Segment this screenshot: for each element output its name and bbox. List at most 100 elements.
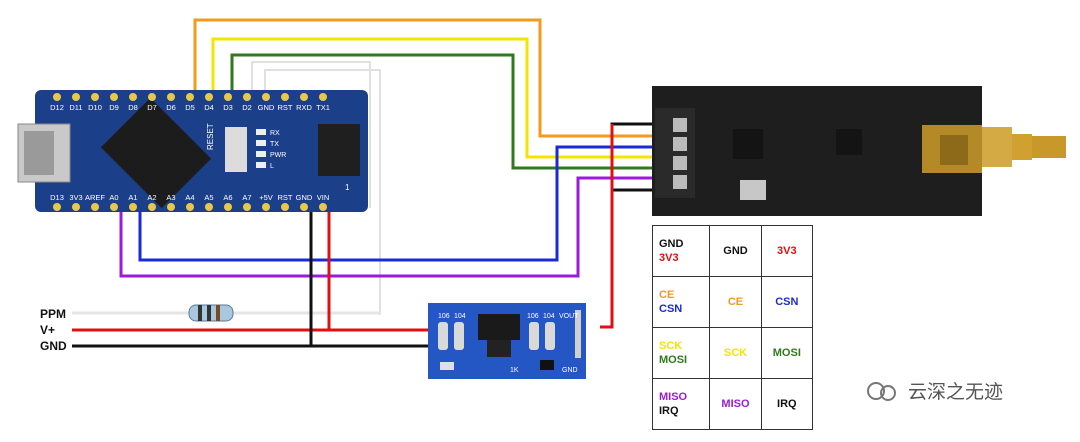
pin-table-cell: MOSI [760, 327, 814, 379]
regulator-label: VOUT [559, 313, 579, 320]
wires [72, 18, 652, 348]
wire-white-b [264, 69, 381, 315]
pin-hole [205, 93, 213, 101]
led-label: L [270, 163, 274, 170]
pin-hole [148, 203, 156, 211]
pin-table-cell: GND [709, 225, 762, 277]
pin-name: MOSI [772, 347, 801, 359]
led [256, 140, 266, 146]
pin-name: 3V3 [777, 245, 797, 257]
led [256, 162, 266, 168]
pin-hole [300, 203, 308, 211]
wire-red-3v3 [600, 124, 614, 329]
pin-hole [91, 93, 99, 101]
top-pin-label: D11 [69, 103, 82, 112]
pin-table-cell: IRQ [760, 378, 814, 430]
bottom-pin-label: A2 [147, 193, 156, 202]
wire-yellow-sck [211, 37, 652, 159]
pin-name: SCK [723, 347, 748, 359]
pin-hole [129, 93, 137, 101]
pin-name: CE [659, 289, 675, 301]
top-pin-label: TX1 [316, 103, 330, 112]
pin-hole [243, 203, 251, 211]
led-label: TX [270, 141, 279, 148]
top-pin-label: D8 [128, 103, 138, 112]
top-pin-label: D2 [242, 103, 252, 112]
pin-hole [186, 93, 194, 101]
reset-button [225, 127, 247, 172]
bottom-pin-label: A0 [109, 193, 118, 202]
regulator-label: 104 [543, 313, 555, 320]
pin-hole [224, 93, 232, 101]
pin-hole [72, 93, 80, 101]
pin-name: MISO [721, 398, 750, 410]
top-pin-label: RST [278, 103, 293, 112]
bottom-pin-label: A6 [223, 193, 232, 202]
top-pin-label: RXD [296, 103, 312, 112]
top-pin-label: D9 [109, 103, 119, 112]
pin-table-row: SCK MOSI SCK MOSI [651, 327, 814, 379]
top-pin-label: D12 [50, 103, 64, 112]
bottom-pin-label: A5 [204, 193, 213, 202]
bottom-pin-label: A4 [185, 193, 194, 202]
bottom-pin-label: 3V3 [69, 193, 82, 202]
pin-table-cell: CE [709, 276, 762, 328]
top-pin-label: GND [258, 103, 275, 112]
pin-hole [53, 93, 61, 101]
pin-hole [53, 203, 61, 211]
bottom-pin-label: VIN [317, 193, 330, 202]
pin-table-cell: MISO IRQ [651, 378, 711, 430]
top-pin-label: D3 [223, 103, 233, 112]
pin-hole [91, 203, 99, 211]
led-label: PWR [270, 152, 286, 159]
top-pin-label: D4 [204, 103, 214, 112]
pin-hole [72, 203, 80, 211]
bottom-pin-label: A3 [166, 193, 175, 202]
pin-name: 3V3 [659, 252, 679, 264]
bottom-pin-label: D13 [50, 193, 64, 202]
pin-hole [319, 203, 327, 211]
icsp-header [318, 124, 360, 176]
header-label: 1 [345, 183, 350, 192]
pin-name: SCK [659, 340, 683, 352]
reset-label: RESET [206, 123, 215, 150]
pin-hole [281, 203, 289, 211]
resistor [188, 304, 234, 322]
pin-hole [262, 93, 270, 101]
pin-table-cell: CSN [760, 276, 814, 328]
pin-hole [224, 203, 232, 211]
pin-hole [167, 93, 175, 101]
pin-table-cell: SCK [709, 327, 762, 379]
pin-hole [129, 203, 137, 211]
pin-name: MISO [659, 391, 688, 403]
wechat-icon [867, 382, 896, 401]
pin-hole [262, 203, 270, 211]
led-label: RX [270, 130, 280, 137]
pin-hole [167, 203, 175, 211]
bottom-pin-label: A7 [242, 193, 251, 202]
nrf24l01-module [652, 86, 1066, 216]
bottom-pin-label: AREF [85, 193, 105, 202]
input-label-vplus: V+ [40, 323, 55, 337]
pin-name: MOSI [659, 354, 688, 366]
top-pin-label: D10 [88, 103, 102, 112]
wire-green-mosi [230, 53, 652, 170]
pin-hole [300, 93, 308, 101]
pin-name: IRQ [659, 405, 679, 417]
pin-hole [281, 93, 289, 101]
pin-hole [186, 203, 194, 211]
regulator-label: 106 [438, 313, 450, 320]
input-label-ppm: PPM [40, 307, 66, 321]
top-pin-label: D6 [166, 103, 176, 112]
top-pin-label: D5 [185, 103, 195, 112]
bottom-pin-label: +5V [259, 193, 273, 202]
regulator-label: GND [562, 367, 578, 374]
regulator-label: 1K [510, 367, 519, 374]
pin-name: CE [727, 296, 744, 308]
